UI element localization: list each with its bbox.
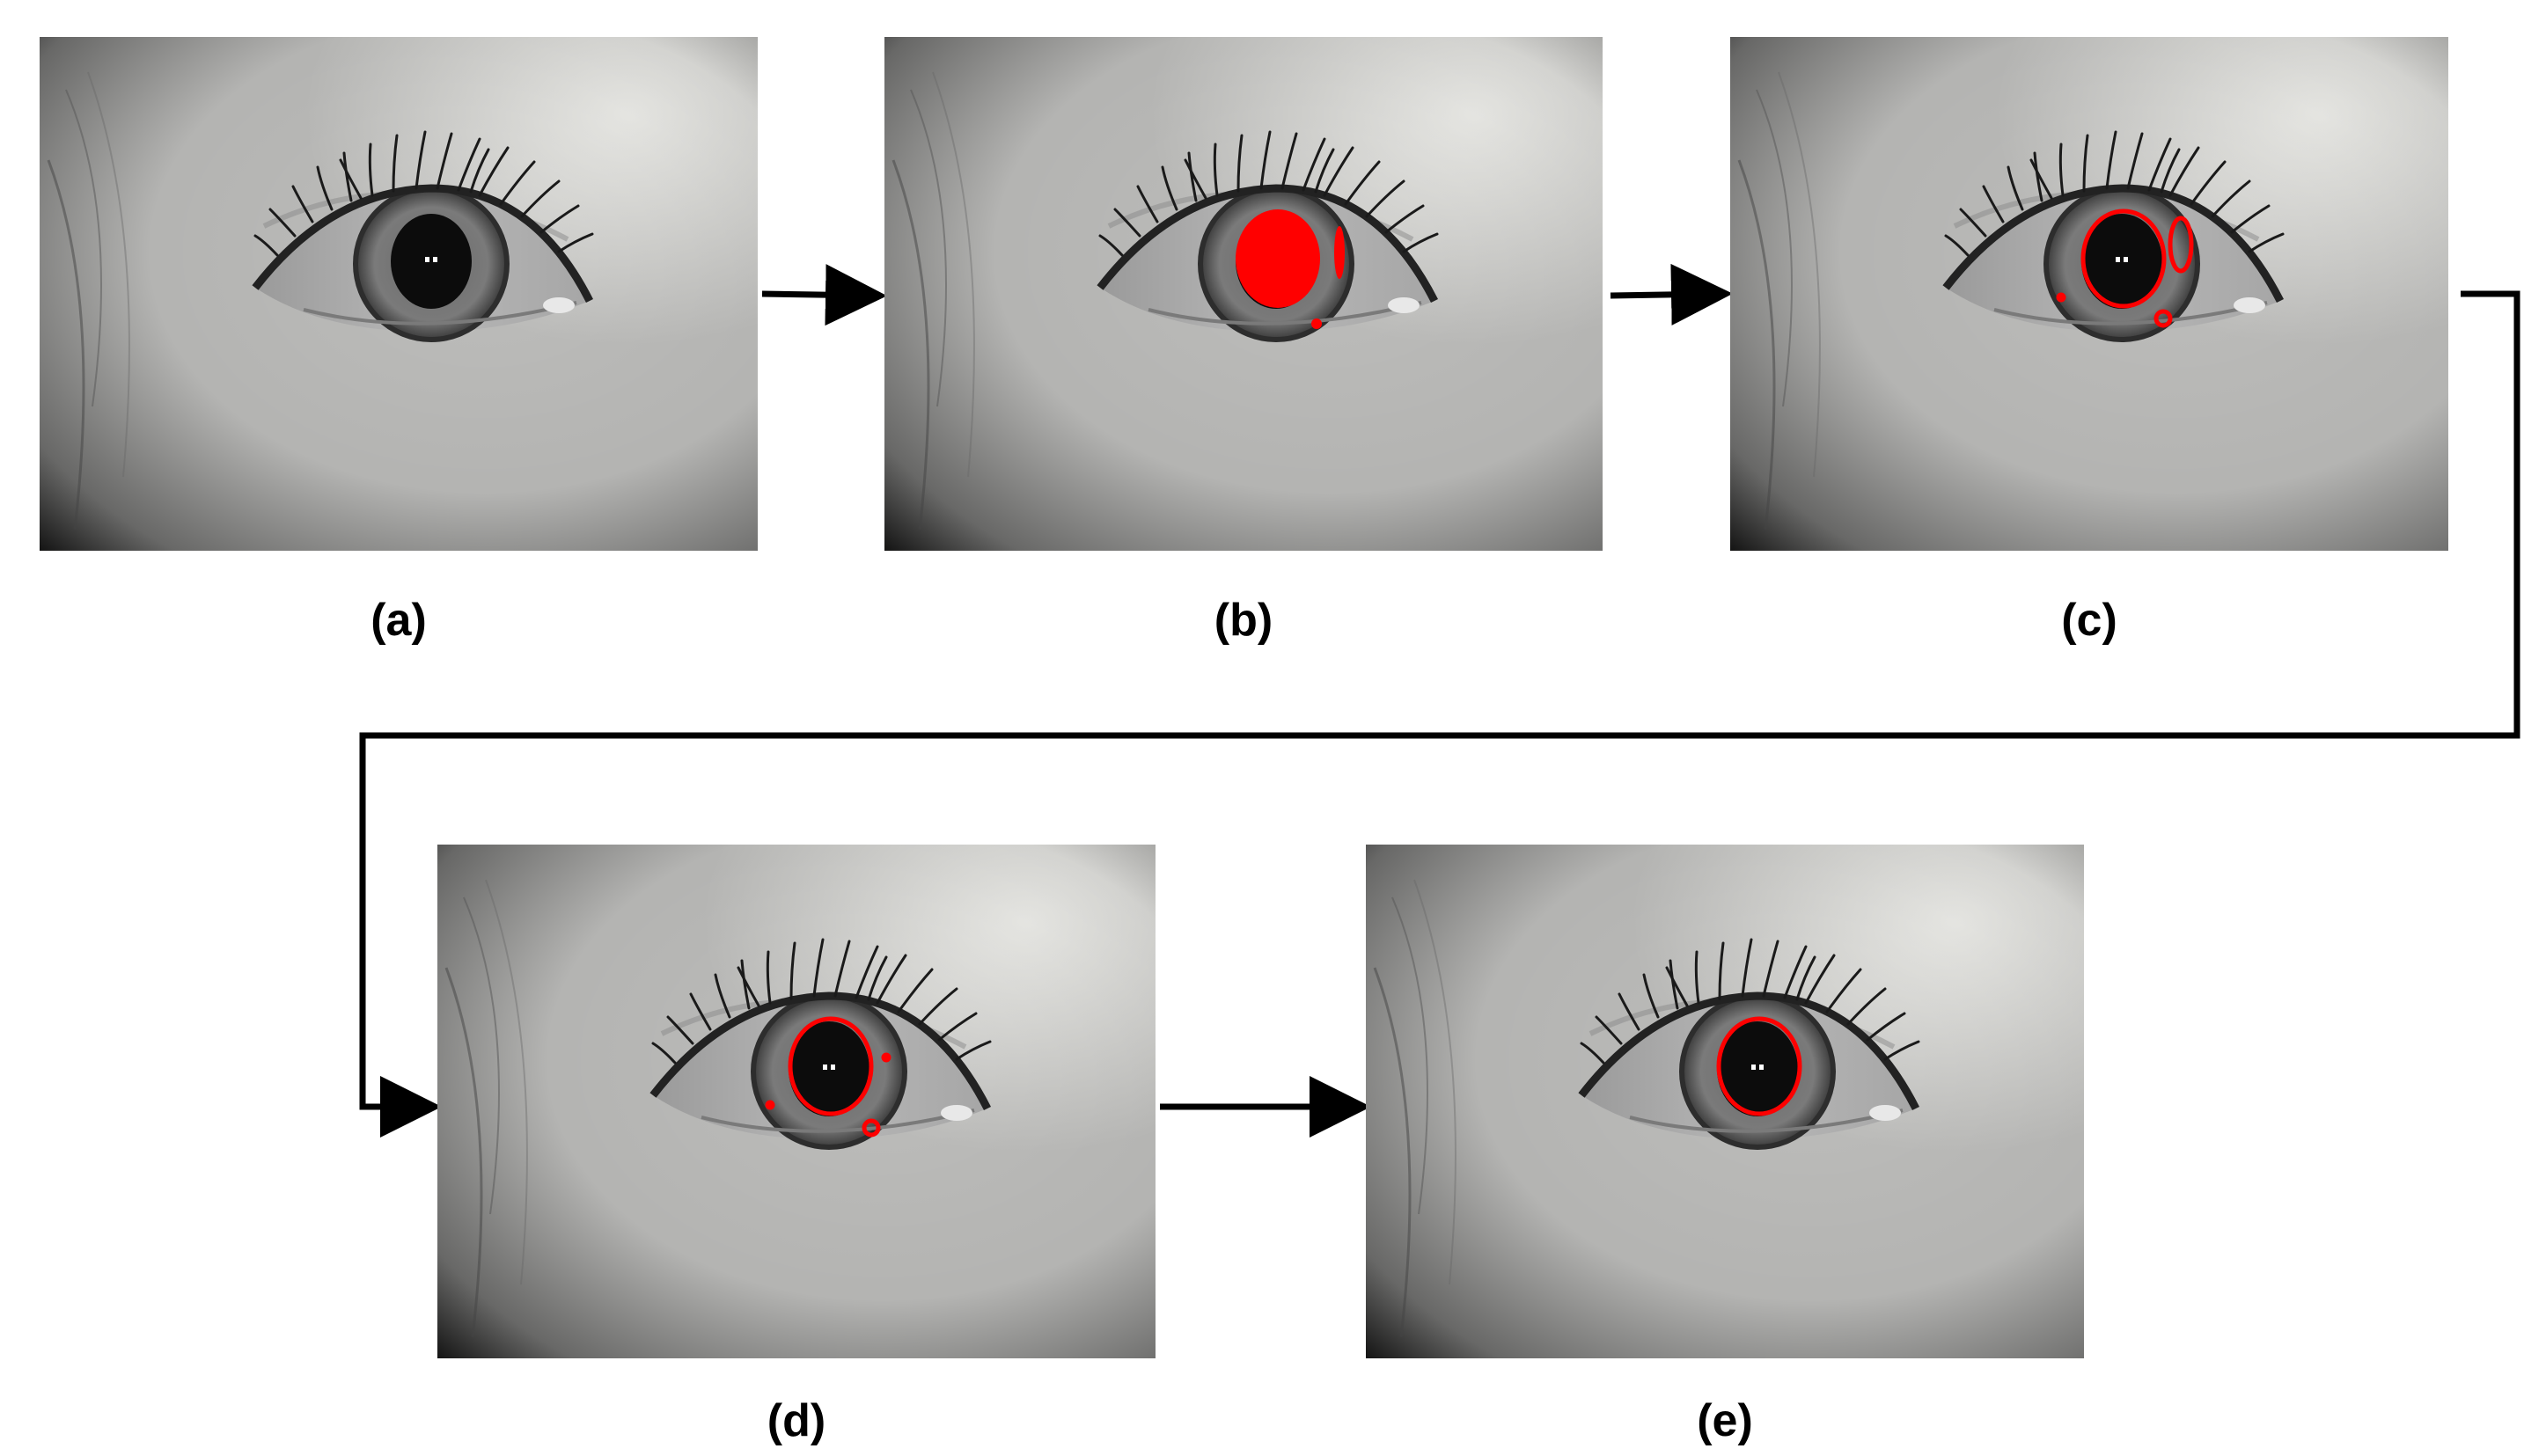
eye-image-c <box>1730 37 2448 551</box>
label-d: (d) <box>767 1395 825 1446</box>
flow-arrows <box>359 263 2520 1138</box>
arrow-b-to-c <box>1610 263 1733 326</box>
arrow-c-to-d <box>359 290 2520 1138</box>
label-b: (b) <box>1214 595 1273 646</box>
arrow-a-to-b <box>761 264 887 326</box>
label-e: (e) <box>1697 1395 1753 1446</box>
eye-image-a <box>40 37 758 551</box>
eye-image-d <box>437 845 1156 1358</box>
detection-overlay-b <box>1236 209 1345 329</box>
panel-a <box>40 37 758 551</box>
label-a: (a) <box>371 595 427 646</box>
panel-b <box>884 37 1603 551</box>
eye-image-e <box>1366 845 2084 1358</box>
eye-image-b <box>884 37 1603 551</box>
panel-e <box>1366 845 2084 1358</box>
detection-overlay-c <box>2056 209 2194 328</box>
detection-overlay-d <box>765 1016 891 1138</box>
label-c: (c) <box>2061 595 2117 646</box>
panel-d <box>437 845 1156 1358</box>
panel-c <box>1730 37 2448 551</box>
detection-overlay-e <box>1716 1016 1802 1116</box>
